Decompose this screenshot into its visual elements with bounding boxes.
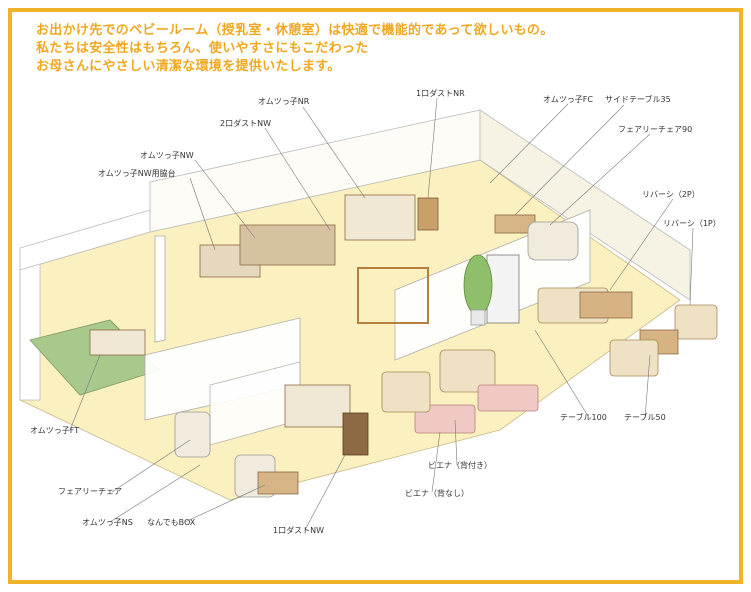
- label-table-100: テーブル100: [560, 412, 607, 422]
- label-omutsu-nr: オムツっ子NR: [258, 97, 310, 106]
- label-side-table-35: サイドテーブル35: [605, 94, 671, 104]
- label-omutsu-nw-stand: オムツっ子NW用脇台: [98, 168, 176, 178]
- label-vienna-noback: ビエナ（背なし）: [405, 488, 469, 498]
- vienna-bench-pink: [477, 384, 539, 412]
- label-table-50: テーブル50: [624, 412, 666, 422]
- fairy-chair-left: [174, 411, 211, 458]
- dust-box-back: [417, 197, 439, 231]
- reversi-sofa-center: [381, 371, 431, 413]
- intro-line-2: 私たちは安全性はもちろん、使いやすさにもこだわった: [36, 41, 369, 56]
- label-2-dust-nw: 2口ダストNW: [220, 118, 271, 128]
- changing-unit-back: [344, 194, 416, 241]
- label-omutsu-ns: オムツっ子NS: [82, 518, 133, 527]
- crib: [357, 267, 429, 324]
- label-omutsu-nw: オムツっ子NW: [140, 151, 194, 160]
- table-100: [579, 291, 633, 319]
- intro-line-3: お母さんにやさしい清潔な環境を提供いたします。: [36, 59, 341, 74]
- intro-line-1: お出かけ先でのベビールーム（授乳室・休憩室）は快適で機能的であって欲しいもの。: [36, 23, 554, 38]
- label-omutsu-ft: オムツっ子FT: [30, 426, 79, 435]
- label-nandemo-box: なんでもBOX: [147, 518, 196, 527]
- reversi-sofa-front: [609, 339, 659, 377]
- reversi-sofa-1p: [674, 304, 718, 340]
- baby-mat-ft: [89, 329, 146, 356]
- plant-pot: [470, 309, 486, 326]
- changing-unit-center: [284, 384, 351, 428]
- label-fairy-chair: フェアリーチェア: [58, 487, 122, 496]
- vienna-bench-noback: [414, 404, 476, 434]
- partition-left: [154, 235, 166, 343]
- label-1-dust-nw: 1口ダストNW: [273, 525, 324, 535]
- vending-machine: [486, 254, 520, 324]
- leader-lines: [69, 97, 694, 531]
- left-wall: [19, 263, 41, 401]
- label-vienna-back: ビエナ（背付き）: [428, 460, 492, 470]
- label-reversi-1p: リバーシ（1P）: [663, 219, 721, 228]
- fairy-chair-90: [527, 221, 579, 261]
- intro-text: お出かけ先でのベビールーム（授乳室・休憩室）は快適で機能的であって欲しいもの。 …: [36, 22, 596, 76]
- right-wall: [479, 109, 691, 301]
- potted-plant: [463, 254, 493, 316]
- label-omutsu-fc: オムツっ子FC: [543, 95, 593, 104]
- nandemo-box: [257, 471, 299, 495]
- label-1-dust-nr: 1口ダストNR: [416, 88, 465, 98]
- label-fairy-chair-90: フェアリーチェア90: [618, 125, 692, 134]
- label-reversi-2p: リバーシ（2P）: [642, 190, 700, 199]
- changing-table-counter: [239, 224, 336, 266]
- vienna-sofa-back: [439, 349, 496, 393]
- dust-box-center: [342, 412, 369, 456]
